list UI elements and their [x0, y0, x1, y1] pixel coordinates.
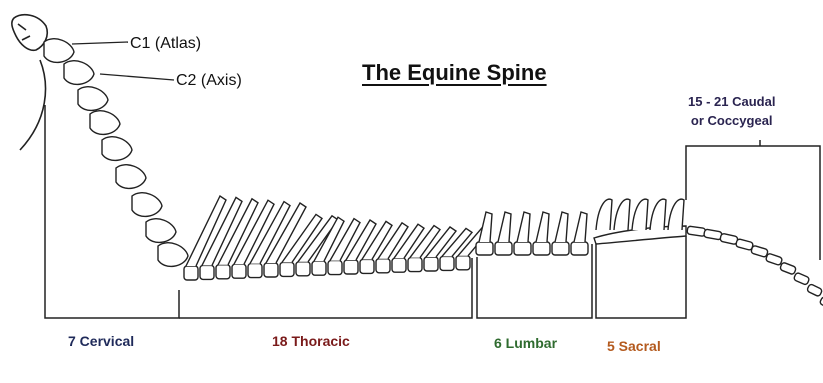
sacral-spine: [650, 199, 666, 230]
caudal-vertebra: [780, 262, 797, 275]
caudal-vertebra: [819, 296, 823, 309]
thoracic-vertebra: [392, 258, 406, 272]
thoracic-vertebra: [376, 259, 390, 273]
sacral-spine: [596, 199, 612, 230]
caudal-label-line2: or Coccygeal: [688, 111, 775, 130]
lumbar-vertebra: [533, 242, 550, 255]
diagram-title: The Equine Spine: [362, 60, 547, 86]
cervical-vertebra: [146, 219, 176, 243]
skull-fragment: [12, 15, 47, 150]
thoracic-vertebra: [232, 264, 246, 278]
thoracic-vertebra: [264, 263, 278, 277]
cervical-vertebra: [64, 61, 94, 85]
caudal-vertebra: [687, 226, 706, 236]
caudal-vertebra: [765, 253, 782, 266]
caudal-vertebra: [807, 284, 823, 297]
lumbar-spinous-process: [574, 212, 587, 242]
thoracic-label: 18 Thoracic: [272, 333, 350, 349]
caudal-label-line1: 15 - 21 Caudal: [688, 92, 775, 111]
lumbar-vertebra: [476, 242, 493, 255]
thoracic-vertebra: [296, 262, 310, 276]
lumbar-vertebra: [495, 242, 512, 255]
thoracic-vertebra: [248, 264, 262, 278]
caudal-vertebra: [720, 233, 738, 244]
thoracic-vertebra: [456, 256, 470, 270]
region-brackets: [45, 105, 820, 318]
cervical-vertebra: [90, 111, 120, 135]
thoracic-vertebra: [200, 265, 214, 279]
sacral-bracket: [596, 236, 686, 318]
vertebral-column: [44, 39, 823, 372]
lumbar-vertebra: [514, 242, 531, 255]
lumbar-vertebra: [571, 242, 588, 255]
lumbar-spinous-process: [536, 212, 549, 242]
thoracic-vertebra: [280, 262, 294, 276]
sacral-spine: [668, 199, 684, 230]
c2-axis-label: C2 (Axis): [176, 72, 242, 90]
sacral-label: 5 Sacral: [607, 338, 661, 354]
thoracic-vertebra: [328, 261, 342, 275]
cervical-vertebra: [102, 137, 132, 161]
cervical-vertebra: [116, 165, 146, 189]
cervical-vertebra: [44, 39, 74, 63]
cervical-vertebra: [132, 193, 162, 217]
caudal-vertebra: [735, 239, 753, 251]
lumbar-spinous-process: [479, 212, 492, 242]
lumbar-vertebra: [552, 242, 569, 255]
cervical-label: 7 Cervical: [68, 333, 134, 349]
thoracic-vertebra: [312, 261, 326, 275]
caudal-vertebra: [793, 272, 809, 285]
cervical-vertebra: [158, 243, 188, 267]
sacral-spine: [632, 199, 648, 230]
c1-atlas-label: C1 (Atlas): [130, 35, 201, 53]
sacral-spine: [614, 199, 630, 230]
thoracic-vertebra: [184, 266, 198, 280]
thoracic-vertebra: [440, 256, 454, 270]
caudal-vertebra: [704, 229, 723, 240]
lumbar-spinous-process: [517, 212, 530, 242]
caudal-label: 15 - 21 Caudal or Coccygeal: [688, 92, 775, 130]
thoracic-vertebra: [344, 260, 358, 274]
thoracic-vertebra: [424, 257, 438, 271]
thoracic-vertebra: [408, 258, 422, 272]
cervical-vertebra: [78, 87, 108, 111]
lumbar-spinous-process: [498, 212, 511, 242]
thoracic-vertebra: [360, 259, 374, 273]
lumbar-spinous-process: [555, 212, 568, 242]
caudal-vertebra: [751, 245, 769, 257]
thoracic-vertebra: [216, 265, 230, 279]
lumbar-label: 6 Lumbar: [494, 335, 557, 351]
